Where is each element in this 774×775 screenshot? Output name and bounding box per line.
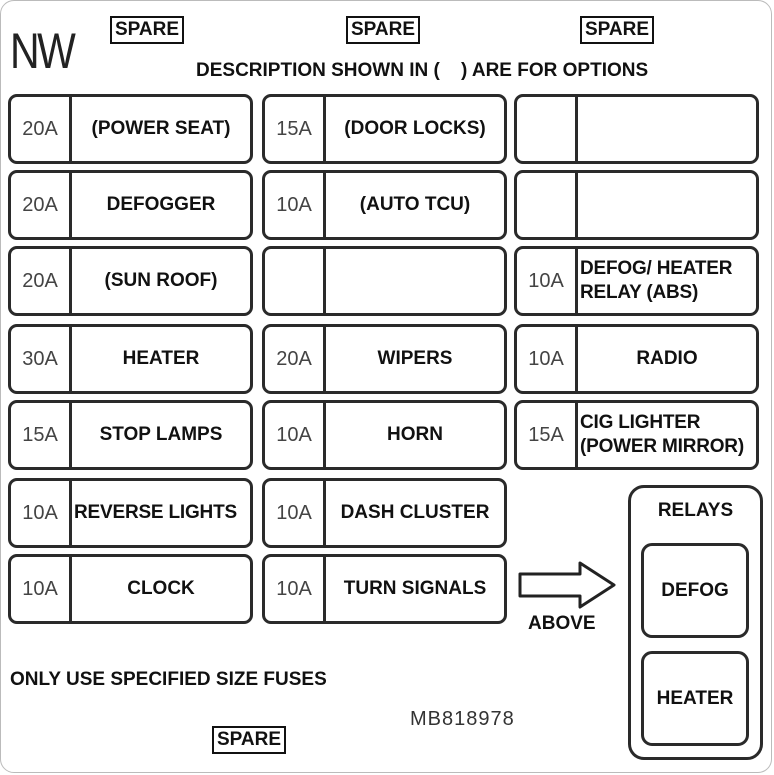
fuse-rating: 10A [517, 249, 578, 313]
fuse-rating: 10A [265, 173, 326, 237]
fuse-label: WIPERS [377, 348, 453, 369]
fuse-rating [265, 249, 326, 313]
fuse-defogger: 20A DEFOGGER [8, 170, 253, 240]
spare-fuse-slot-3: SPARE [580, 16, 655, 44]
fuse-label: DEFOG/ HEATER RELAY (ABS) [580, 258, 733, 303]
options-description: DESCRIPTION SHOWN IN ( ) ARE FOR OPTIONS [196, 60, 649, 81]
fuse-rating: 10A [265, 557, 326, 621]
fuse-defog-heater-relay: 10A DEFOG/ HEATER RELAY (ABS) [514, 246, 759, 316]
relay-heater: HEATER [641, 651, 749, 746]
fuse-sun-roof: 20A (SUN ROOF) [8, 246, 253, 316]
fuse-reverse-lights: 10A REVERSE LIGHTS [8, 478, 253, 548]
spare-fuse-slot-2: SPARE [346, 16, 421, 44]
fuse-label: RADIO [636, 348, 698, 369]
fuse-rating: 20A [265, 327, 326, 391]
fuse-empty-slot [262, 246, 507, 316]
fuse-label: STOP LAMPS [99, 424, 223, 445]
fuse-label: (POWER SEAT) [91, 118, 231, 139]
fuse-label: TURN SIGNALS [343, 578, 487, 599]
fuse-clock: 10A CLOCK [8, 554, 253, 624]
spare-fuse-slot-1: SPARE [110, 16, 185, 44]
fuse-wipers: 20A WIPERS [262, 324, 507, 394]
fuse-rating: 10A [11, 557, 72, 621]
fuse-rating: 15A [517, 403, 578, 467]
fuse-label [578, 173, 756, 237]
fuse-rating: 10A [265, 481, 326, 545]
spare-fuse-slot-4: SPARE [212, 726, 287, 754]
relays-box: RELAYS DEFOG HEATER [628, 485, 763, 760]
fuse-radio: 10A RADIO [514, 324, 759, 394]
right-arrow-icon [518, 561, 616, 609]
fuse-rating: 30A [11, 327, 72, 391]
fuse-turn-signals: 10A TURN SIGNALS [262, 554, 507, 624]
fuse-label: DASH CLUSTER [340, 502, 490, 523]
part-number: MB818978 [410, 708, 515, 730]
fuse-label: CLOCK [127, 578, 195, 599]
fuse-rating: 20A [11, 249, 72, 313]
fuse-heater: 30A HEATER [8, 324, 253, 394]
arrow-label: ABOVE [528, 613, 596, 634]
fuse-rating: 10A [517, 327, 578, 391]
fuse-rating: 15A [11, 403, 72, 467]
fuse-size-warning: ONLY USE SPECIFIED SIZE FUSES [10, 669, 327, 690]
fuse-cig-lighter: 15A CIG LIGHTER (POWER MIRROR) [514, 400, 759, 470]
fuse-label [578, 97, 756, 161]
fuse-dash-cluster: 10A DASH CLUSTER [262, 478, 507, 548]
fuse-label: (DOOR LOCKS) [344, 118, 486, 139]
fuse-rating: 20A [11, 173, 72, 237]
fuse-rating [517, 173, 578, 237]
fuse-label [326, 249, 504, 313]
relays-title: RELAYS [657, 500, 734, 521]
relay-defog: DEFOG [641, 543, 749, 638]
fuse-horn: 10A HORN [262, 400, 507, 470]
fuse-door-locks: 15A (DOOR LOCKS) [262, 94, 507, 164]
fuse-empty-slot [514, 170, 759, 240]
fuse-rating: 20A [11, 97, 72, 161]
fuse-box-code: NW [10, 23, 76, 79]
fuse-label: (AUTO TCU) [359, 194, 471, 215]
fuse-label: (SUN ROOF) [104, 270, 218, 291]
fuse-label: REVERSE LIGHTS [74, 502, 237, 523]
fuse-rating: 15A [265, 97, 326, 161]
fuse-label: DEFOGGER [106, 194, 216, 215]
fuse-rating [517, 97, 578, 161]
fuse-power-seat: 20A (POWER SEAT) [8, 94, 253, 164]
fuse-rating: 10A [265, 403, 326, 467]
fuse-auto-tcu: 10A (AUTO TCU) [262, 170, 507, 240]
fuse-label: HORN [387, 424, 443, 445]
fuse-empty-slot [514, 94, 759, 164]
fuse-stop-lamps: 15A STOP LAMPS [8, 400, 253, 470]
fuse-rating: 10A [11, 481, 72, 545]
fuse-label: HEATER [122, 348, 200, 369]
fuse-label: CIG LIGHTER (POWER MIRROR) [580, 412, 744, 457]
